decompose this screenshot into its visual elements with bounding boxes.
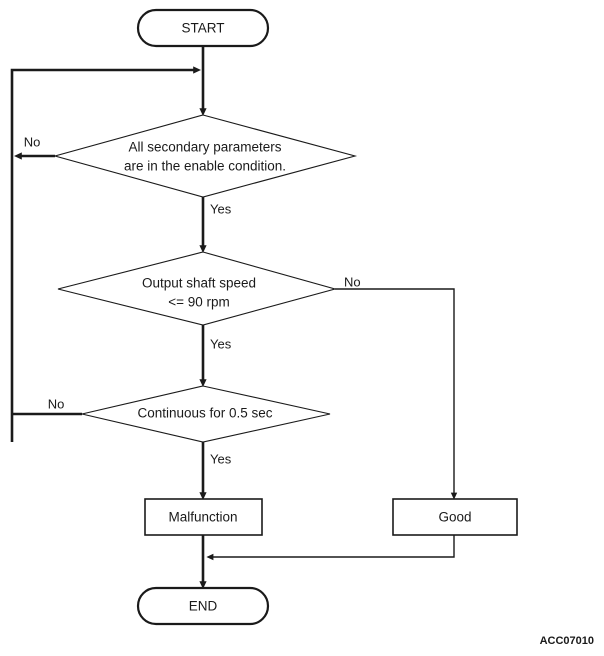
edge-label-secondary-yes: Yes	[210, 201, 232, 216]
edge-label-secondary-no: No	[24, 134, 41, 149]
node-start-label: START	[181, 21, 224, 36]
edge-label-continuous-no: No	[48, 396, 65, 411]
figure-id-label: ACC07010	[540, 635, 594, 647]
node-end[interactable]: END	[136, 586, 270, 626]
edge-label-speed-yes: Yes	[210, 336, 232, 351]
edge-speed-no	[335, 288, 458, 500]
node-output-shaft-speed-label-line1: Output shaft speed	[142, 276, 256, 291]
node-good-label: Good	[438, 510, 471, 525]
node-malfunction-label: Malfunction	[168, 510, 237, 525]
node-output-shaft-speed-label-line2: <= 90 rpm	[168, 295, 230, 310]
node-good[interactable]: Good	[392, 498, 518, 536]
node-output-shaft-speed[interactable]: Output shaft speed <= 90 rpm	[57, 251, 338, 326]
edge-good-merge	[206, 535, 455, 561]
edge-loopback-path	[10, 66, 202, 442]
edge-label-speed-no: No	[344, 274, 361, 289]
node-start[interactable]: START	[136, 8, 270, 48]
node-secondary-parameters-label-line2: are in the enable condition.	[124, 159, 286, 174]
node-secondary-parameters-label-line1: All secondary parameters	[128, 140, 281, 155]
node-continuous-label-line1: Continuous for 0.5 sec	[137, 406, 272, 421]
node-continuous[interactable]: Continuous for 0.5 sec	[81, 385, 331, 443]
node-end-label: END	[189, 599, 218, 614]
edge-label-continuous-yes: Yes	[210, 451, 232, 466]
node-secondary-parameters[interactable]: All secondary parameters are in the enab…	[52, 114, 358, 198]
node-malfunction[interactable]: Malfunction	[144, 498, 263, 536]
